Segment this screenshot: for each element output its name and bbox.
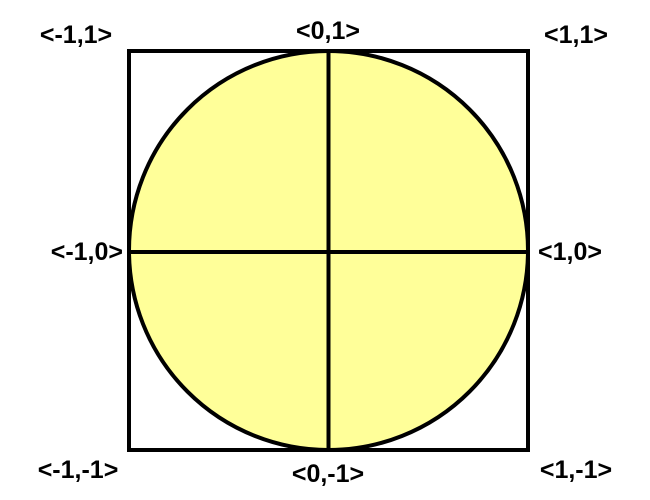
label-middle-left: <-1,0>: [51, 238, 123, 266]
label-top-right: <1,1>: [544, 21, 608, 49]
label-bottom-right: <1,-1>: [540, 456, 612, 484]
label-bottom-center: <0,-1>: [292, 460, 364, 488]
label-middle-right: <1,0>: [538, 238, 602, 266]
label-top-center: <0,1>: [296, 17, 360, 45]
label-bottom-left: <-1,-1>: [38, 456, 119, 484]
label-top-left: <-1,1>: [40, 21, 112, 49]
